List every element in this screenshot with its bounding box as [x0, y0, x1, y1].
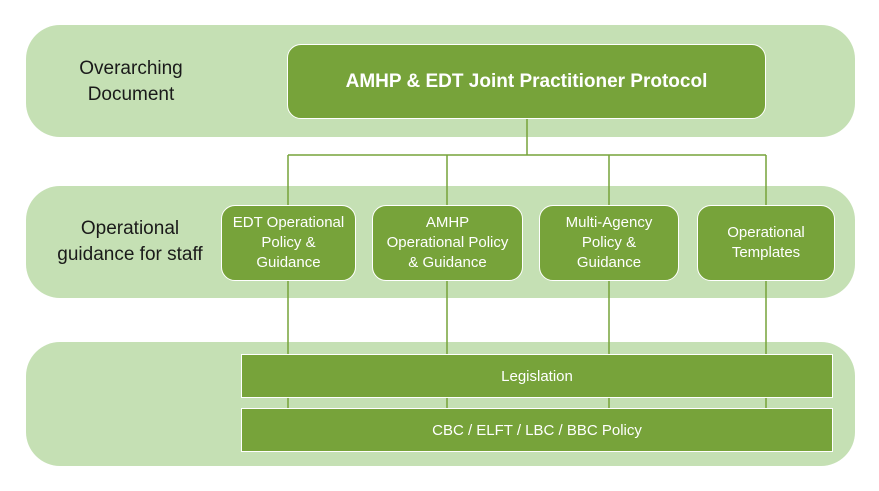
local-policy-bar: CBC / ELFT / LBC / BBC Policy [241, 408, 833, 452]
legislation-bar: Legislation [241, 354, 833, 398]
operational-guidance-label: Operational guidance for staff [57, 218, 203, 265]
joint-practitioner-protocol-box: AMHP & EDT Joint Practitioner Protocol [287, 44, 766, 119]
edt-operational-policy-box: EDT Operational Policy & Guidance [221, 205, 356, 281]
multi-agency-policy-box: Multi-Agency Policy & Guidance [539, 205, 679, 281]
overarching-document-label: Overarching Document [79, 58, 183, 105]
amhp-operational-policy-box: AMHP Operational Policy & Guidance [372, 205, 523, 281]
operational-templates-box: Operational Templates [697, 205, 835, 281]
